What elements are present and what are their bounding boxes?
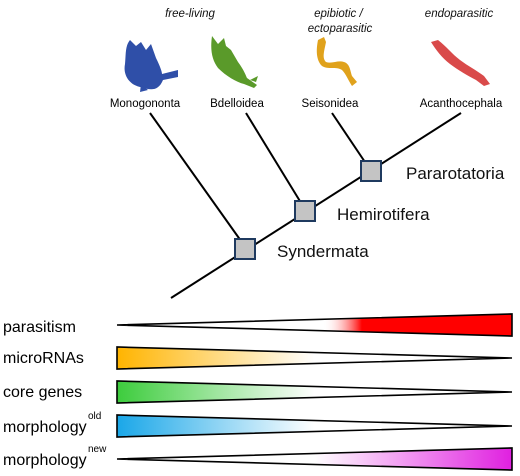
track-morphology-new: morphology new xyxy=(3,444,513,471)
track-wedge-morphology-old xyxy=(117,415,512,437)
track-superscript-old: old xyxy=(88,411,101,422)
track-wedge-morphology-new xyxy=(117,448,512,470)
taxon-label-bdelloidea: Bdelloidea xyxy=(210,98,264,110)
clade-label-syndermata: Syndermata xyxy=(277,242,369,261)
track-label-core-genes: core genes xyxy=(3,384,82,401)
seisonidea-rotifer-icon xyxy=(316,37,357,86)
track-label-micrornas: microRNAs xyxy=(3,350,84,367)
clade-label-hemirotifera: Hemirotifera xyxy=(337,205,430,224)
track-micrornas: microRNAs xyxy=(3,346,513,370)
monogononta-rotifer-icon xyxy=(124,40,178,92)
bdelloidea-rotifer-icon xyxy=(211,36,258,88)
node-hemirotifera xyxy=(294,200,316,222)
branch-monogononta xyxy=(149,112,247,249)
branch-bdelloidea xyxy=(245,112,307,212)
track-wedge-parasitism xyxy=(117,314,512,336)
track-label-morphology-old: morphology xyxy=(3,419,87,436)
track-superscript-new: new xyxy=(88,444,107,455)
acanthocephala-worm-icon xyxy=(431,40,490,86)
lifestyle-epibiotic: epibiotic / ectoparasitic xyxy=(308,8,373,35)
track-label-morphology-new: morphology xyxy=(3,452,87,469)
track-wedge-micrornas xyxy=(117,347,512,369)
track-label-parasitism: parasitism xyxy=(3,319,76,336)
taxon-label-seisonidea: Seisonidea xyxy=(302,98,360,110)
track-core-genes: core genes xyxy=(3,380,513,404)
track-morphology-old: morphology old xyxy=(3,411,513,438)
track-parasitism: parasitism xyxy=(3,313,513,337)
lifestyle-free-living: free-living xyxy=(165,8,215,20)
taxon-label-monogononta: Monogononta xyxy=(110,98,181,110)
track-wedge-core-genes xyxy=(117,381,512,403)
node-pararotatoria xyxy=(360,160,382,182)
taxon-label-acanthocephala: Acanthocephala xyxy=(420,98,503,110)
lifestyle-endoparasitic: endoparasitic xyxy=(425,8,494,20)
clade-label-pararotatoria: Pararotatoria xyxy=(406,164,505,183)
node-syndermata xyxy=(234,238,256,260)
